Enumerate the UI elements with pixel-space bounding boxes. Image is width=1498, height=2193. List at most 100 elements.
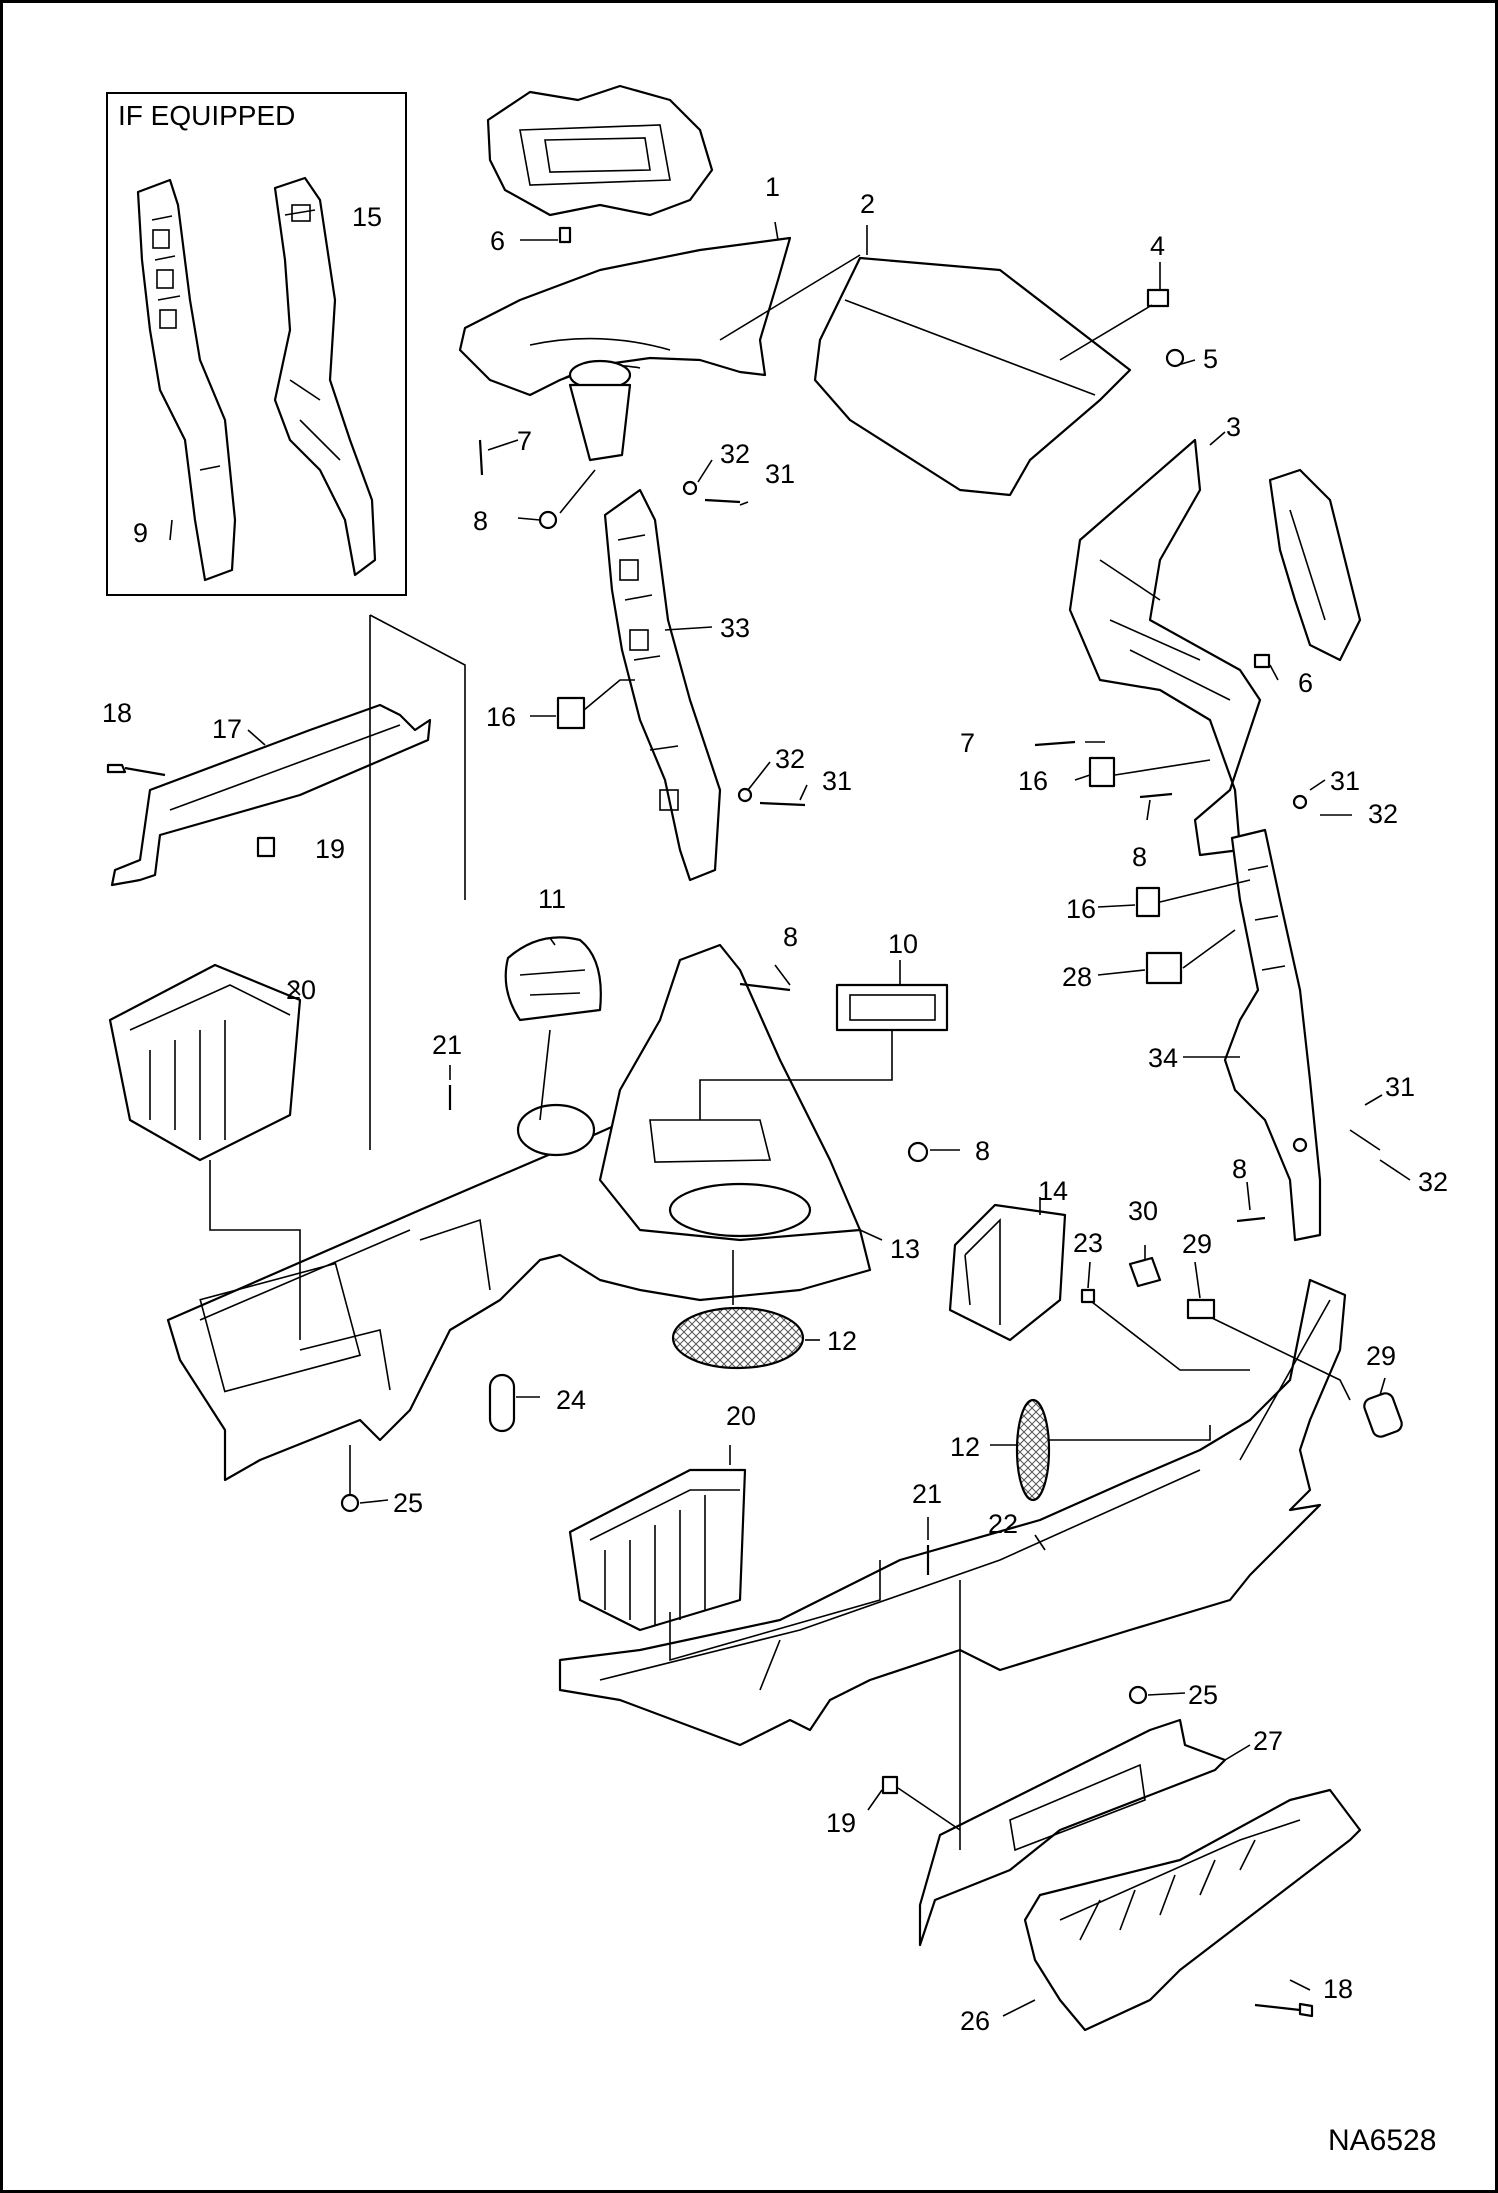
callout-22: 22 — [988, 1509, 1018, 1539]
part-18-bolt-upper — [106, 763, 166, 777]
part-8-fastener-upper — [538, 510, 558, 530]
callout-27: 27 — [1253, 1726, 1283, 1756]
callout-8-console: 8 — [783, 922, 798, 952]
callout-19-upper: 19 — [315, 834, 345, 864]
right-floor-assembly — [558, 1203, 1403, 2032]
part-9-pillar-trim — [136, 178, 237, 582]
speaker-opening — [668, 1182, 812, 1238]
part-25-fastener-left — [340, 1493, 360, 1513]
callout-23: 23 — [1073, 1228, 1103, 1258]
part-32-clip-right-lower — [1292, 1137, 1308, 1153]
part-32-clip-right-upper — [1292, 794, 1308, 810]
part-4-clip — [1146, 288, 1170, 308]
detail-view-top — [486, 84, 714, 217]
callout-13: 13 — [890, 1234, 920, 1264]
callout-16-center: 16 — [486, 702, 516, 732]
console-funnel — [598, 943, 862, 1242]
headliner-assembly — [458, 84, 1185, 530]
callout-12-lower: 12 — [827, 1326, 857, 1356]
part-8-fastener-right-upper — [1139, 792, 1173, 799]
callout-25-right: 25 — [1188, 1680, 1218, 1710]
part-29-cap — [1363, 1392, 1403, 1438]
callout-1: 1 — [765, 172, 780, 202]
part-31-screw-center-lower — [759, 801, 806, 807]
part-12-side-grille — [1015, 1398, 1051, 1502]
part-30-switch — [1128, 1256, 1162, 1288]
callout-31-right-lower: 31 — [1385, 1072, 1415, 1102]
callout-15: 15 — [352, 202, 382, 232]
callout-18-upper: 18 — [102, 698, 132, 728]
callout-31-center-lower: 31 — [822, 766, 852, 796]
part-1-upper-panel — [458, 236, 792, 397]
part-28-relay — [1145, 951, 1183, 985]
callout-29-upper: 29 — [1182, 1229, 1212, 1259]
callout-20-upper: 20 — [286, 975, 316, 1005]
part-23-plug — [1080, 1288, 1096, 1304]
part-15-pillar-trim — [273, 176, 377, 577]
callout-6-right: 6 — [1298, 668, 1313, 698]
callout-21-left: 21 — [432, 1030, 462, 1060]
callout-24: 24 — [556, 1385, 586, 1415]
floor-tub-right — [558, 1278, 1347, 1747]
part-1-lower-funnel — [568, 383, 632, 462]
callout-7-right: 7 — [960, 728, 975, 758]
part-32-clip-center-lower — [737, 787, 753, 803]
part-6-clip-upper — [558, 226, 572, 244]
callout-8-right-upper: 8 — [1132, 842, 1147, 872]
inset-if-equipped: IF EQUIPPED — [106, 92, 407, 596]
callout-16-right-lower: 16 — [1066, 894, 1096, 924]
callout-32-center-upper: 32 — [720, 439, 750, 469]
inset-title: IF EQUIPPED — [118, 100, 295, 131]
callout-34: 34 — [1148, 1043, 1178, 1073]
callout-7-upper: 7 — [517, 426, 532, 456]
part-26-floor-tray — [1023, 1788, 1362, 2032]
part-3-corner-trim — [1068, 438, 1262, 857]
part-20-storage-bin-upper — [108, 963, 302, 1162]
callout-labels: 1 2 3 4 5 6 6 7 7 8 8 8 8 8 9 10 11 12 1… — [102, 172, 1448, 2036]
callout-28: 28 — [1062, 962, 1092, 992]
part-25-fastener-right — [1128, 1685, 1148, 1705]
callout-31-right-upper: 31 — [1330, 766, 1360, 796]
callout-32-right-upper: 32 — [1368, 799, 1398, 829]
right-pillar-assembly — [1034, 438, 1362, 1242]
part-16-bracket-center — [556, 696, 586, 730]
part-29-socket — [1186, 1298, 1216, 1320]
part-14-vent — [948, 1203, 1067, 1342]
part-12-speaker-grille — [671, 1306, 805, 1370]
part-33-pillar-trim — [603, 488, 722, 882]
callout-11: 11 — [538, 884, 566, 914]
part-34-pillar-trim — [1223, 828, 1322, 1242]
part-19-nut-lower — [881, 1775, 899, 1795]
part-17-bracket — [110, 703, 432, 887]
detail-view-right — [1268, 468, 1362, 662]
left-floor-assembly — [108, 936, 949, 1513]
callout-20-lower: 20 — [726, 1401, 756, 1431]
part-7-pin-right — [1034, 740, 1076, 747]
callout-30: 30 — [1128, 1196, 1158, 1226]
callout-19-lower: 19 — [826, 1808, 856, 1838]
part-18-bolt-lower — [1254, 2002, 1314, 2018]
callout-18-lower: 18 — [1323, 1974, 1353, 2004]
callout-21-lower: 21 — [912, 1479, 942, 1509]
center-pillar-assembly — [556, 480, 806, 882]
callout-33: 33 — [720, 613, 750, 643]
part-8-fastener-console — [739, 982, 791, 992]
inset-border — [106, 92, 407, 596]
callout-32-right-lower: 32 — [1418, 1167, 1448, 1197]
left-bracket-assembly — [106, 614, 466, 1150]
part-8-fastener-right-mid — [1236, 1216, 1266, 1223]
part-16-bracket-right-lower — [1135, 886, 1161, 918]
callout-31-center-upper: 31 — [765, 459, 795, 489]
callout-4: 4 — [1150, 231, 1165, 261]
callout-2: 2 — [860, 189, 875, 219]
callout-25-left: 25 — [393, 1488, 423, 1518]
part-2-headliner — [813, 256, 1132, 497]
part-19-nut-upper — [256, 836, 276, 858]
part-24-grommet — [488, 1373, 516, 1433]
part-31-screw-center-upper — [704, 498, 741, 504]
part-11-cover — [504, 936, 602, 1022]
callout-8-upper: 8 — [473, 506, 488, 536]
callout-32-center-lower: 32 — [775, 744, 805, 774]
callout-14: 14 — [1038, 1176, 1068, 1206]
